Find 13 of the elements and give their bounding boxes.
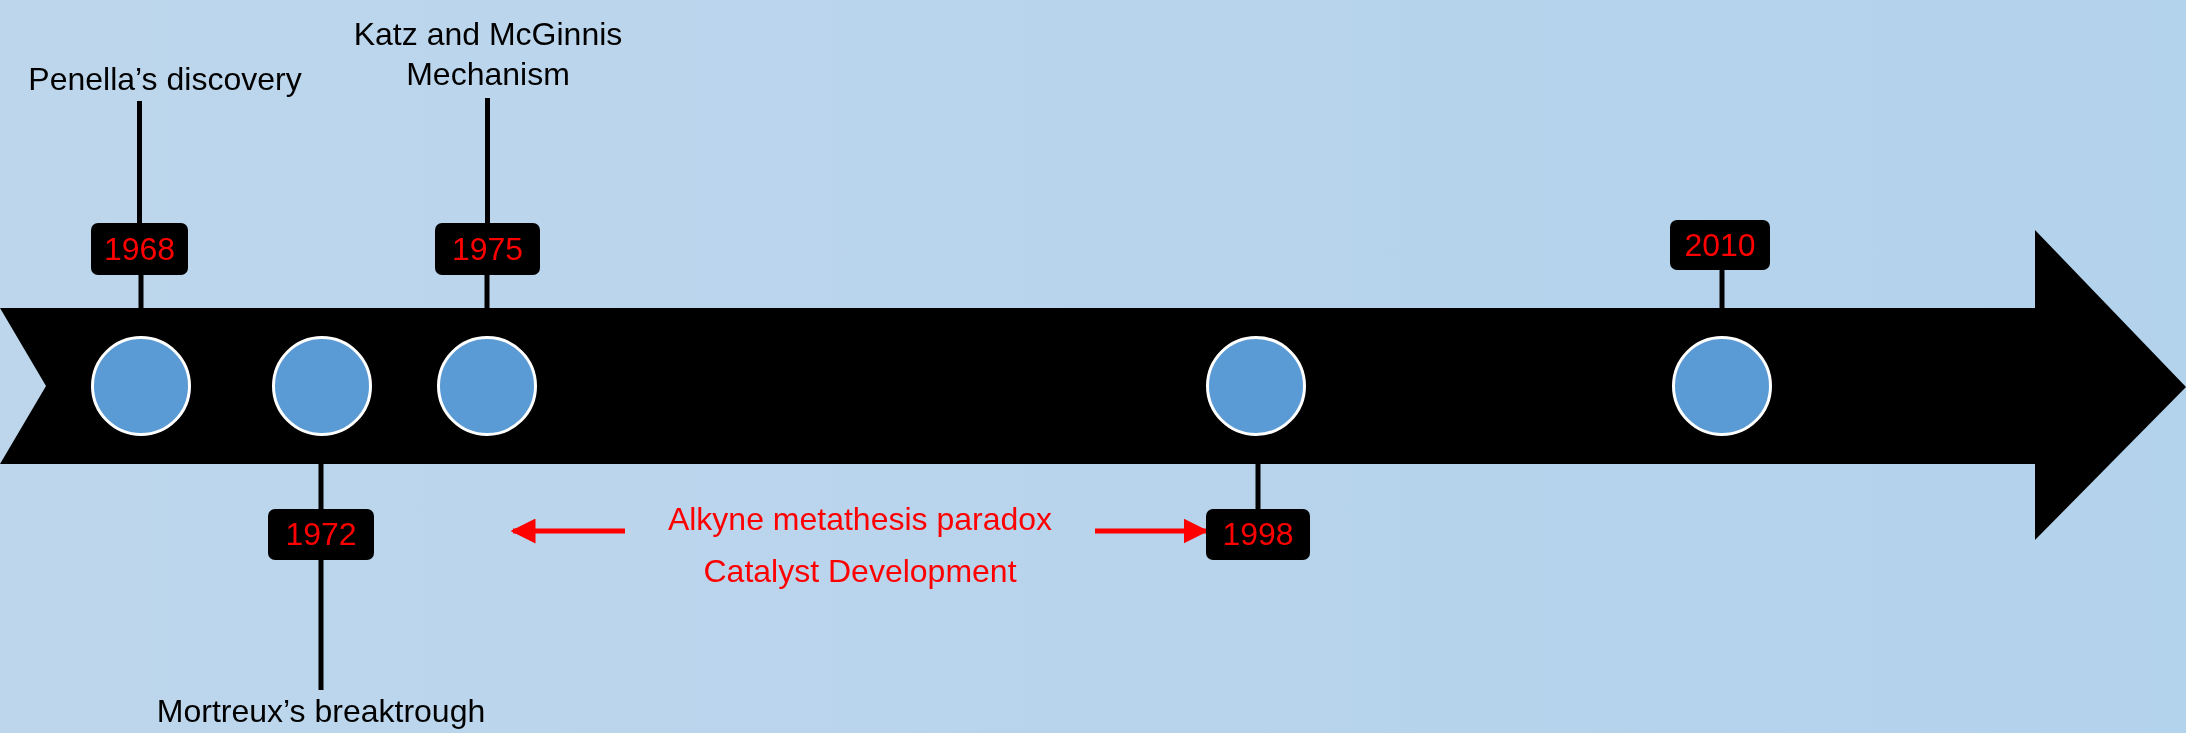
event-label: Penella’s discovery [10, 57, 320, 101]
event-label: Katz and McGinnis Mechanism [330, 10, 646, 98]
year-tag: 1975 [435, 223, 540, 275]
year-tag: 1968 [91, 223, 188, 275]
leader-line [485, 98, 490, 223]
year-tag: 1972 [268, 509, 374, 560]
event-label: Mortreux’s breaktrough [116, 690, 526, 732]
arrow [510, 518, 625, 544]
leader-line [318, 560, 324, 690]
leader-line [137, 101, 142, 223]
year-tag: 1998 [1206, 509, 1310, 560]
year-tag: 2010 [1670, 220, 1770, 270]
period-label: Alkyne metathesis paradox Catalyst Development [625, 490, 1095, 600]
